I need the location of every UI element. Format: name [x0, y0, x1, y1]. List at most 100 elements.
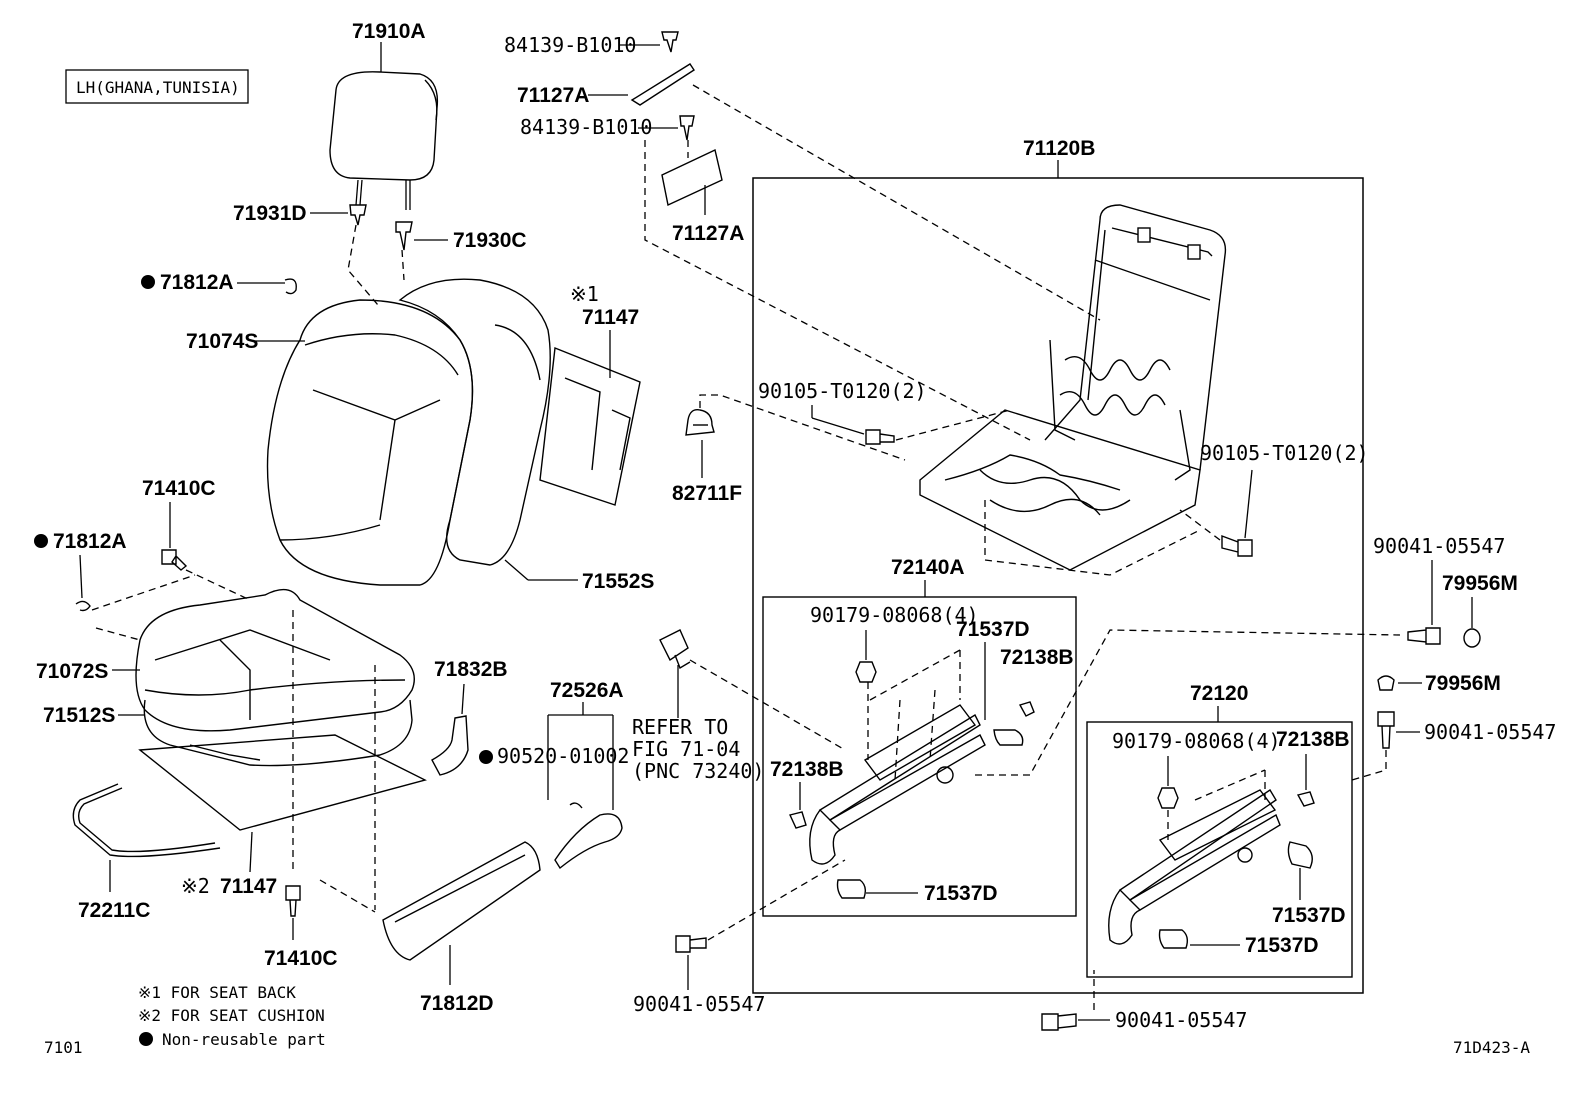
part-label-71120B: 71120B [1023, 137, 1095, 160]
cover-71127A-top [630, 63, 695, 106]
refer-to-line2: FIG 71-04 [632, 737, 740, 761]
seat-back-pad-drawing [398, 278, 551, 566]
nut-90179-left [855, 661, 877, 683]
part-label-71812D: 71812D [420, 992, 494, 1015]
part-label-71512S: 71512S [43, 704, 115, 727]
part-label-71930C: 71930C [453, 229, 527, 252]
refer-to-line1: REFER TO [632, 715, 728, 739]
region-box [65, 69, 249, 104]
non-reusable-dot-icon-3 [479, 750, 493, 764]
part-label-90041-bottom-left: 90041-05547 [633, 992, 765, 1016]
part-label-71147-bottom: 71147 [220, 875, 277, 898]
bolt-90041-bottom-right [1041, 1013, 1077, 1031]
part-label-71910A: 71910A [352, 20, 426, 43]
part-label-71537D-right-bottom: 71537D [1245, 934, 1319, 957]
clip-71812A-top [284, 278, 297, 295]
part-label-72526A: 72526A [550, 679, 624, 702]
part-label-79956M-top: 79956M [1442, 572, 1518, 595]
legend-dot-icon [139, 1032, 153, 1046]
note2-mark: ※2 [181, 874, 210, 898]
part-label-79956M-mid: 79956M [1425, 672, 1501, 695]
part-label-71074S: 71074S [186, 330, 258, 353]
part-label-71832B: 71832B [434, 658, 508, 681]
clip-72138B-right [1296, 791, 1315, 807]
clip-71537D-left [836, 879, 867, 899]
adjuster-box-72120 [1086, 721, 1353, 978]
bolt-90105-right [1221, 534, 1253, 557]
seat-frame-drawing [919, 204, 1227, 571]
cap-79956M-top [1463, 628, 1481, 648]
part-label-90105-right: 90105-T0120(2) [1200, 441, 1369, 465]
part-label-71812A-left: 71812A [53, 530, 127, 553]
diagram-id: 71D423-A [1453, 1038, 1530, 1057]
part-label-71537D-left: 71537D [924, 882, 998, 905]
page-code: 7101 [44, 1038, 83, 1057]
legend-nonreusable: Non-reusable part [162, 1030, 326, 1049]
part-label-90041-right-top: 90041-05547 [1373, 534, 1505, 558]
part-label-71127A-mid: 71127A [672, 222, 744, 245]
clip-84139-top [661, 31, 679, 53]
bolt-90041-bottom-left [675, 935, 707, 953]
part-label-71410C-bottom: 71410C [264, 947, 338, 970]
part-label-90179-right: 90179-08068(4) [1112, 729, 1281, 753]
part-label-71931D: 71931D [233, 202, 307, 225]
part-label-71072S: 71072S [36, 660, 108, 683]
part-label-90105-left: 90105-T0120(2) [758, 379, 927, 403]
clip-71537D-top [993, 729, 1024, 746]
seat-track-left [809, 704, 986, 865]
part-label-90179-left: 90179-08068(4) [810, 603, 979, 627]
connector-82711F [685, 409, 715, 436]
part-label-90041-bottom-right: 90041-05547 [1115, 1008, 1247, 1032]
note1-mark: ※1 [570, 282, 599, 306]
part-label-72138B-right: 72138B [1276, 728, 1350, 751]
part-label-72138B-top: 72138B [1000, 646, 1074, 669]
part-label-71812A-top: 71812A [160, 271, 234, 294]
clip-72138B-left [789, 811, 807, 829]
part-label-71127A-top: 71127A [517, 84, 589, 107]
part-label-71552S: 71552S [582, 570, 654, 593]
part-label-72140A: 72140A [891, 556, 965, 579]
headrest-drawing [329, 71, 439, 210]
lever-72526A [554, 813, 623, 870]
heater-sheet-back [539, 347, 641, 506]
seat-back-cover-drawing [266, 299, 474, 586]
clip-90520 [569, 802, 583, 809]
part-label-72211C: 72211C [78, 899, 150, 922]
bolt-71410C-bottom [285, 885, 301, 917]
clip-71537D-right-top [1287, 841, 1313, 869]
heater-sheet-cushion [138, 734, 427, 831]
trim-71812D [382, 841, 541, 961]
non-reusable-dot-icon-2 [34, 534, 48, 548]
refer-to-line3: (PNC 73240) [632, 759, 764, 783]
adjuster-box-72140A [762, 596, 1077, 917]
headrest-guides [349, 204, 413, 251]
seat-cushion-cover-drawing [135, 588, 415, 732]
bolt-71410C-top [161, 549, 188, 571]
part-label-71410C-top: 71410C [142, 477, 216, 500]
legend-note2: ※2 FOR SEAT CUSHION [138, 1006, 325, 1025]
legend-note1: ※1 FOR SEAT BACK [138, 983, 296, 1002]
bolt-90041-right-top [1407, 627, 1441, 645]
clip-72138B-top [1018, 701, 1035, 717]
bolt-90105-left [865, 429, 895, 445]
frame-box-71120B [752, 177, 1364, 994]
wire-72211C [72, 783, 221, 858]
bolt-90041-right-mid [1377, 711, 1395, 749]
seat-track-right [1108, 789, 1281, 945]
part-label-84139-mid: 84139-B1010 [520, 115, 652, 139]
cover-71127A-mid [661, 148, 723, 207]
cap-79956M-mid [1377, 675, 1395, 691]
region-label: LH(GHANA,TUNISIA) [76, 78, 240, 97]
nut-90179-right [1157, 787, 1179, 809]
seat-cushion-pad-drawing [143, 699, 413, 767]
part-label-71147-top: 71147 [582, 306, 639, 329]
non-reusable-dot-icon [141, 275, 155, 289]
part-label-90520: 90520-01002 [497, 744, 629, 768]
clip-84139-mid [679, 115, 695, 141]
clip-71812A-left [75, 600, 91, 612]
part-label-84139-top: 84139-B1010 [504, 33, 636, 57]
part-label-90041-right-mid: 90041-05547 [1424, 720, 1556, 744]
bracket-71832B [431, 715, 469, 776]
clip-71537D-right-bottom [1158, 929, 1189, 949]
